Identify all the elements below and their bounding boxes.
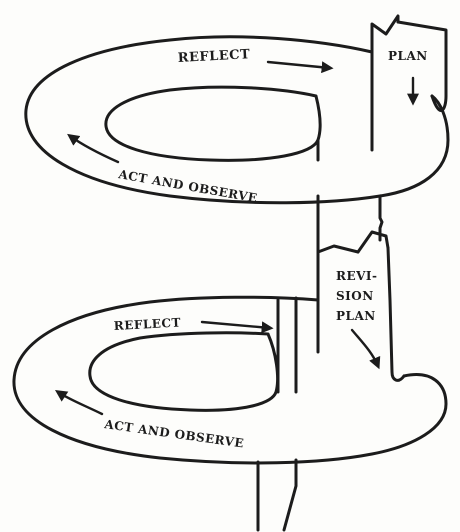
lower-revision-label-2: SION (336, 289, 374, 303)
lower-reflect-label: REFLECT (113, 315, 181, 332)
stem-left (318, 140, 358, 252)
lower-inner-stem (278, 298, 296, 392)
lower-tail (258, 460, 296, 530)
upper-act-arrow (70, 136, 118, 162)
lower-revision-arrow (352, 330, 378, 366)
lower-cycle (14, 248, 446, 530)
lower-act-arrow (58, 392, 102, 414)
upper-ribbon-left-edge (372, 16, 398, 52)
lower-revision-label-3: PLAN (336, 309, 376, 323)
stem-right (358, 196, 388, 252)
upper-ribbon-right-edge (398, 22, 446, 110)
lower-inner-loop (90, 333, 278, 411)
upper-act-observe-label: ACT AND OBSERVE (116, 167, 258, 205)
upper-plan-label: PLAN (388, 49, 428, 63)
lower-reflect-arrow (202, 322, 270, 328)
upper-reflect-label: REFLECT (177, 47, 250, 66)
upper-reflect-arrow (268, 62, 330, 68)
lower-act-observe-label: ACT AND OBSERVE (103, 417, 245, 451)
upper-inner-loop (106, 87, 320, 160)
lower-revision-label-1: REVI- (336, 269, 378, 283)
